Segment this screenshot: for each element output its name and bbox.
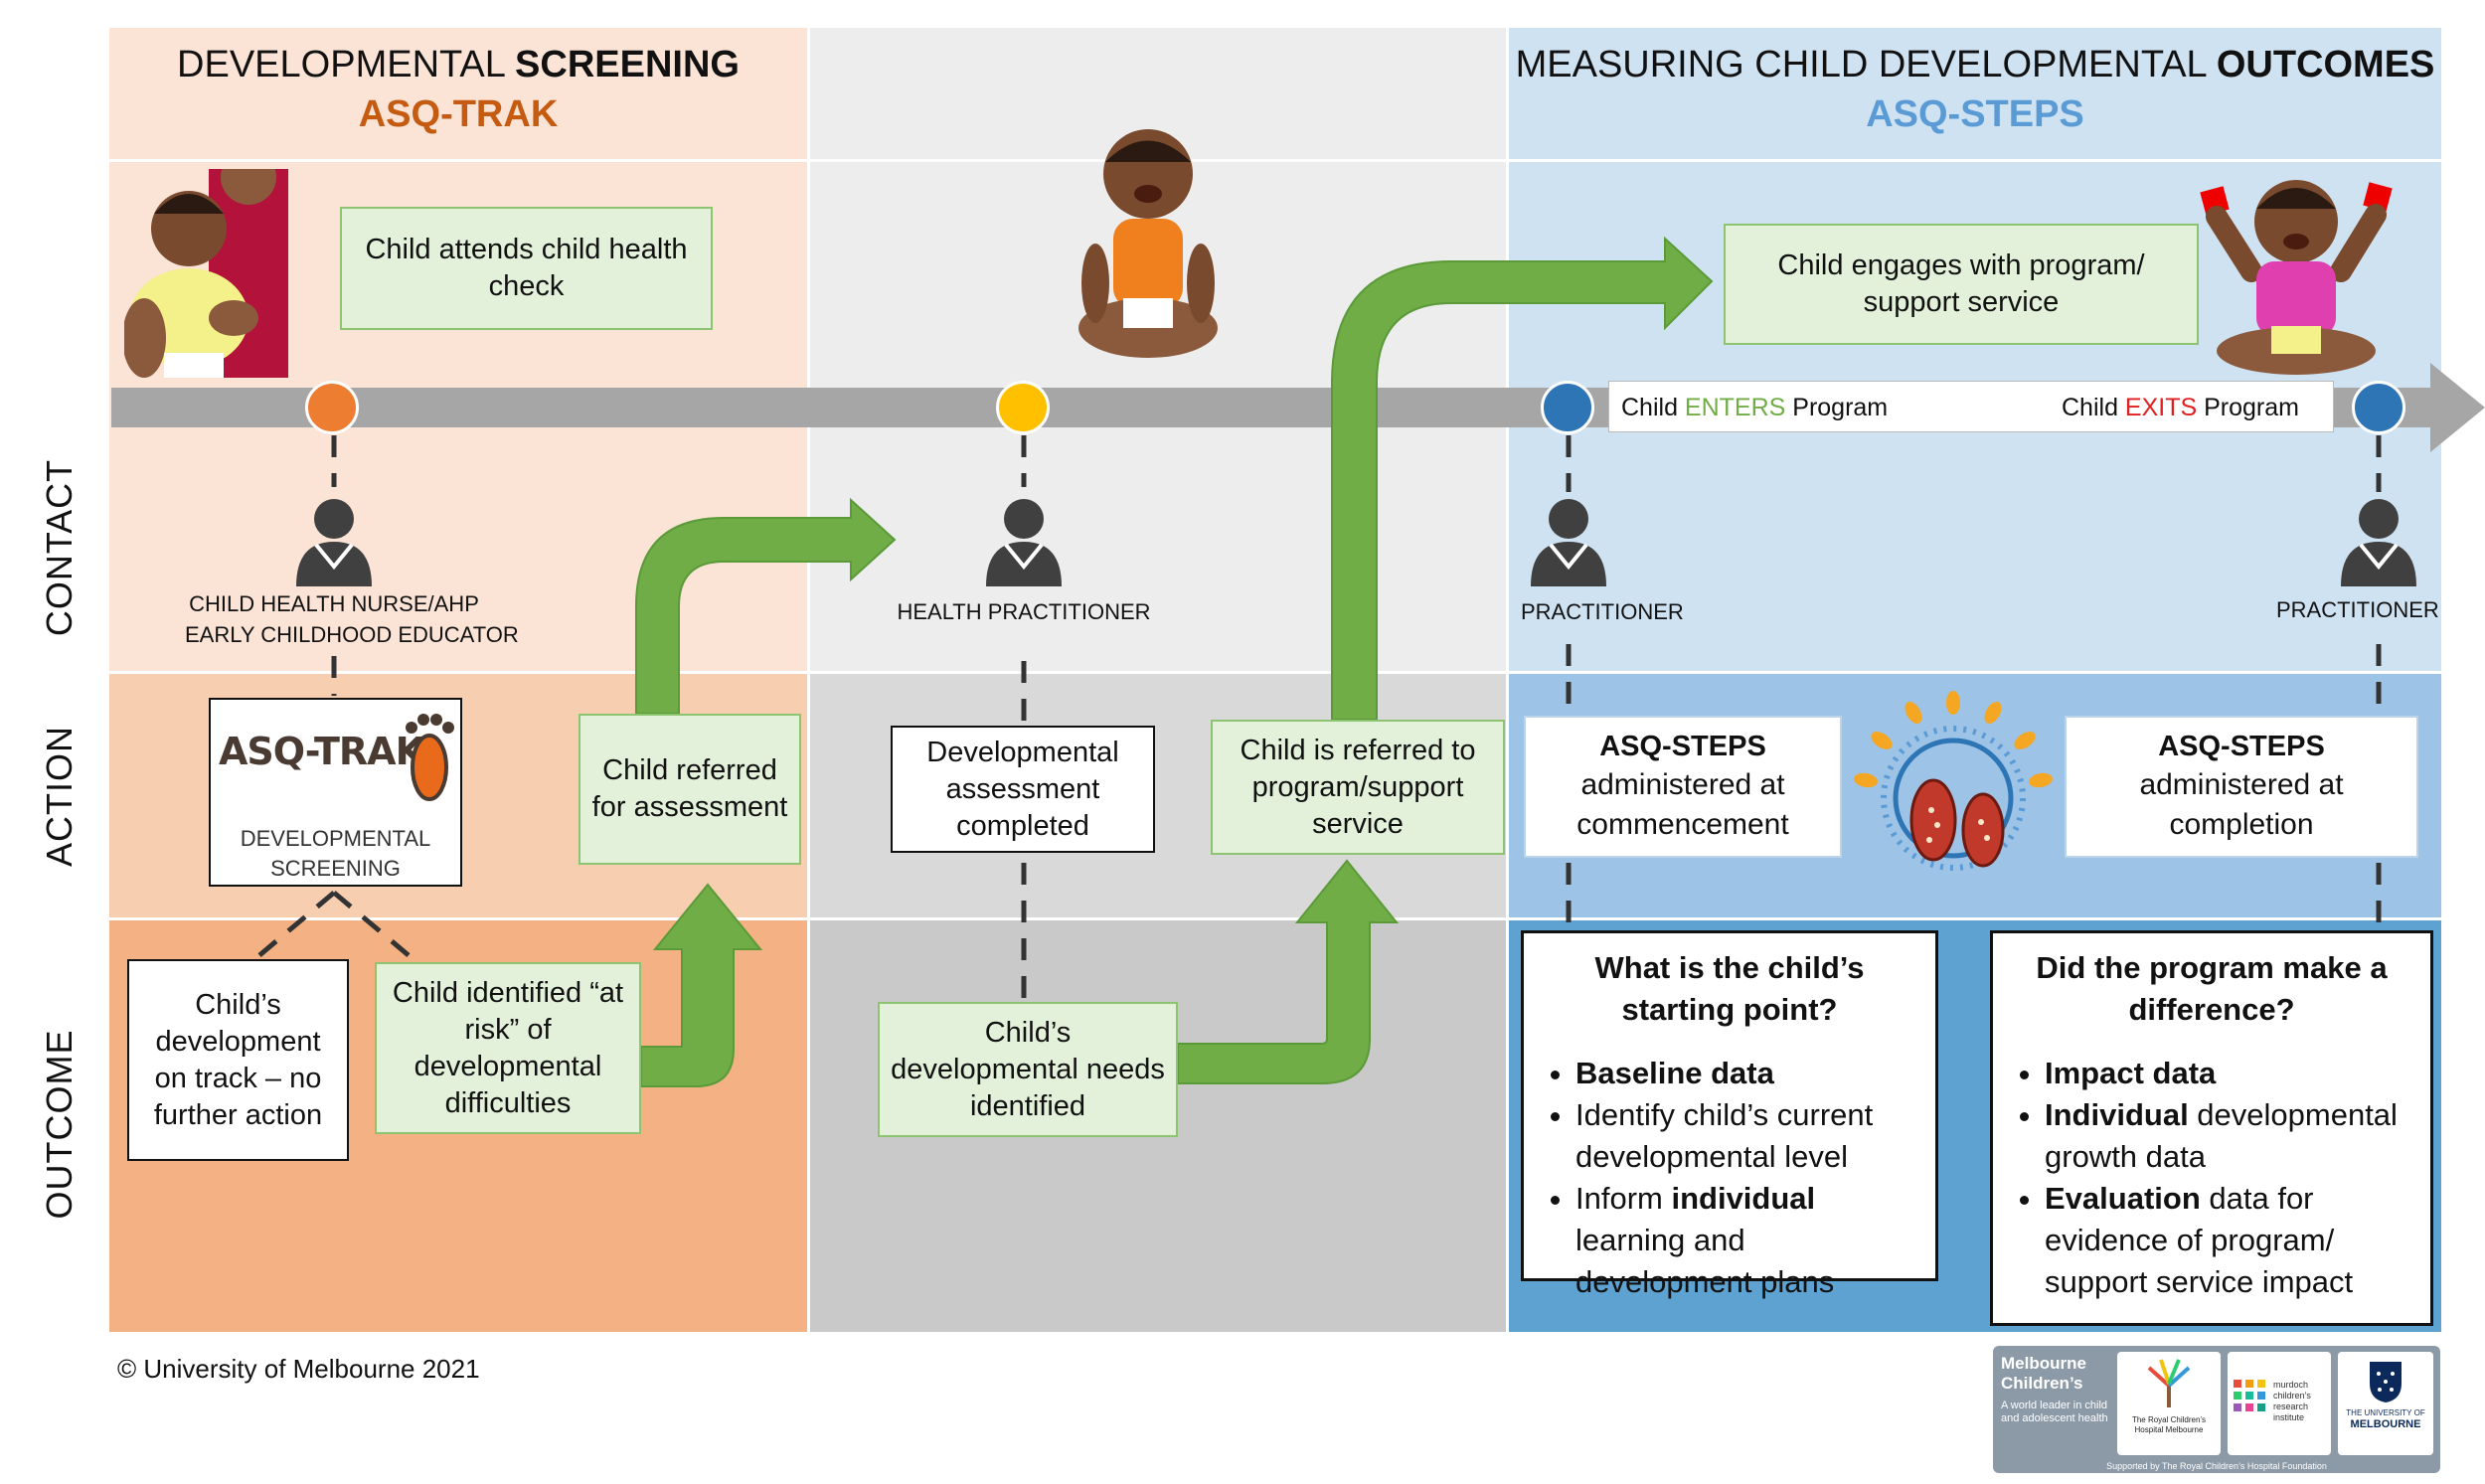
list-item: Impact data bbox=[2045, 1053, 2412, 1094]
uom-logo: THE UNIVERSITY OF MELBOURNE bbox=[2338, 1352, 2433, 1455]
difference-box: Did the program make a difference? Impac… bbox=[1990, 930, 2433, 1326]
screening-header: DEVELOPMENTAL SCREENING ASQ-TRAK bbox=[109, 40, 807, 139]
rch-logo: The Royal Children’s Hospital Melbourne bbox=[2117, 1352, 2221, 1455]
on-track-box: Child’s development on track – no furthe… bbox=[127, 959, 349, 1161]
starting-point-box: What is the child’s starting point? Base… bbox=[1521, 930, 1938, 1299]
needs-identified-box: Child’s developmental needs identified bbox=[878, 1002, 1178, 1137]
list-item: Baseline data bbox=[1575, 1053, 1917, 1094]
asq-trak-screening-card: ASQ-TRAK DEVELOPMENTAL SCREENING bbox=[209, 698, 462, 887]
enters-label: Child ENTERS Program bbox=[1621, 394, 1889, 421]
green-arrow-referral-to-practitioner bbox=[635, 497, 897, 715]
uom-crest-icon bbox=[2370, 1362, 2402, 1402]
green-arrow-risk-to-referral bbox=[640, 883, 763, 1087]
timeline-dot-screening bbox=[305, 381, 359, 434]
role-practitioner-exit: PRACTITIONER bbox=[2276, 597, 2439, 622]
difference-list: Impact data Individual developmental gro… bbox=[2011, 1053, 2412, 1303]
green-arrow-needs-to-program-referral bbox=[1177, 859, 1400, 1084]
list-item: Individual developmental growth data bbox=[2045, 1094, 2412, 1178]
asq-trak-caption: DEVELOPMENTAL SCREENING bbox=[240, 826, 431, 881]
engages-program-box: Child engages with program/ support serv… bbox=[1724, 224, 2199, 345]
at-risk-box: Child identified “at risk” of developmen… bbox=[375, 962, 641, 1134]
practitioner-exit-person-icon bbox=[2341, 499, 2416, 586]
difference-question: Did the program make a difference? bbox=[2036, 950, 2388, 1027]
screening-subtitle: ASQ-TRAK bbox=[358, 93, 559, 135]
sitting-baby-illustration bbox=[1078, 129, 1218, 358]
timeline-dot-assessment bbox=[996, 381, 1050, 434]
aboriginal-art-footprints-icon bbox=[1854, 691, 2053, 871]
nurse-person-icon bbox=[296, 499, 372, 586]
list-item: Evaluation data for evidence of program/… bbox=[2045, 1178, 2412, 1303]
health-check-box: Child attends child health check bbox=[340, 207, 713, 330]
asq-steps-commence-box: ASQ-STEPS administered at commencement bbox=[1524, 716, 1842, 858]
asq-steps-complete-box: ASQ-STEPS administered at completion bbox=[2065, 716, 2418, 858]
program-period-bar: Child ENTERS Program Child EXITS Program bbox=[1608, 381, 2334, 432]
copyright: © University of Melbourne 2021 bbox=[117, 1354, 480, 1384]
supported-by-text: Supported by The Royal Children’s Hospit… bbox=[2106, 1461, 2327, 1471]
role-practitioner-enter: PRACTITIONER bbox=[1521, 599, 1684, 624]
starting-point-list: Baseline data Identify child’s current d… bbox=[1542, 1053, 1917, 1303]
mcri-dots-icon bbox=[2234, 1380, 2265, 1411]
list-item: Identify child’s current developmental l… bbox=[1575, 1094, 1917, 1178]
referred-assessment-box: Child referred for assessment bbox=[579, 714, 801, 865]
role-nurse: CHILD HEALTH NURSE/AHP EARLY CHILDHOOD E… bbox=[185, 591, 519, 647]
exits-label: Child EXITS Program bbox=[2062, 394, 2299, 421]
partner-logos-strip: Melbourne Children’s A world leader in c… bbox=[1993, 1346, 2440, 1473]
green-arrow-referral-to-engagement bbox=[1331, 236, 1714, 721]
starting-point-question: What is the child’s starting point? bbox=[1594, 950, 1865, 1027]
health-practitioner-person-icon bbox=[986, 499, 1062, 586]
screening-header-zone bbox=[109, 28, 807, 159]
practitioner-enter-person-icon bbox=[1531, 499, 1606, 586]
role-health-practitioner: HEALTH PRACTITIONER bbox=[897, 599, 1151, 624]
dev-assessment-box: Developmental assessment completed bbox=[891, 726, 1155, 853]
outcomes-header-zone bbox=[1509, 28, 2441, 159]
mcri-logo: murdoch children’s research institute bbox=[2228, 1352, 2331, 1455]
timeline-dot-enter bbox=[1541, 381, 1594, 434]
asq-trak-logo-text: ASQ-TRAK bbox=[219, 730, 424, 773]
mother-child-illustration bbox=[124, 169, 288, 378]
list-item: Inform individual learning and developme… bbox=[1575, 1178, 1917, 1303]
footprint-icon bbox=[406, 714, 454, 801]
playing-baby-illustration bbox=[2200, 180, 2393, 375]
outcomes-title: MEASURING CHILD DEVELOPMENTAL OUTCOMES bbox=[1515, 44, 2435, 85]
dashed-connectors bbox=[256, 435, 2382, 1002]
tree-icon bbox=[2147, 1359, 2191, 1407]
timeline-dot-exit bbox=[2352, 381, 2405, 434]
outcomes-subtitle: ASQ-STEPS bbox=[1866, 93, 2084, 135]
melbourne-childrens-logo: Melbourne Children’s A world leader in c… bbox=[2001, 1354, 2108, 1424]
outcomes-header: MEASURING CHILD DEVELOPMENTAL OUTCOMES A… bbox=[1509, 40, 2441, 139]
referred-program-box: Child is referred to program/support ser… bbox=[1211, 720, 1505, 855]
screening-title: DEVELOPMENTAL SCREENING bbox=[177, 44, 740, 85]
